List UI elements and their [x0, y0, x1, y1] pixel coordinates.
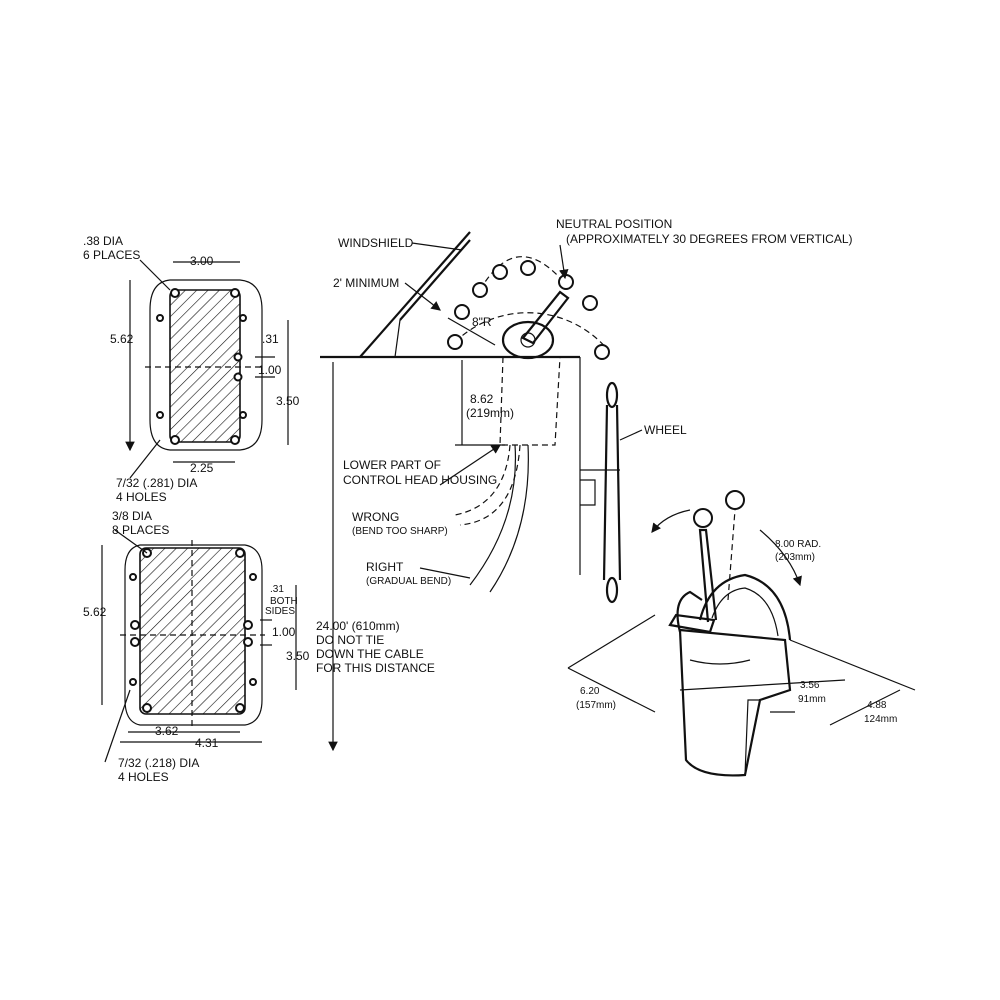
control-hub [501, 320, 555, 360]
w1-in-label: 6.20 [580, 686, 600, 697]
cable-wrong-1 [454, 444, 511, 516]
w1-mm-label: (157mm) [576, 700, 616, 711]
windshield-label: WINDSHIELD [338, 236, 414, 250]
template-a-hole-note-2: 6 PLACES [83, 248, 140, 262]
minimum-label: 2' MINIMUM [333, 276, 399, 290]
template-b-spacing: 1.00 [272, 625, 296, 639]
neutral-label-1: NEUTRAL POSITION [556, 217, 672, 231]
depth-in-label: 8.62 [470, 392, 494, 406]
cable-label-1: 24.00' (610mm) [316, 619, 400, 633]
right-label-2: (GRADUAL BEND) [366, 576, 451, 587]
radius-label: 8"R [472, 315, 492, 329]
template-a-outline [149, 279, 263, 451]
control-housing [499, 356, 561, 446]
w3-in-label: 4.88 [867, 700, 887, 711]
template-b-bolt-note-1: 7/32 (.218) DIA [118, 756, 199, 770]
mounting-template-a: .38 DIA 6 PLACES 3.00 5.62 .31 1.00 3.50… [83, 234, 300, 504]
control-head-body [678, 628, 792, 777]
cable-right-2 [489, 444, 529, 593]
template-b-hole-note-2: 8 PLACES [112, 523, 169, 537]
neutral-label-2: (APPROXIMATELY 30 DEGREES FROM VERTICAL) [566, 232, 853, 246]
template-b-offset: .31 [270, 584, 284, 595]
installation-view: NEUTRAL POSITION (APPROXIMATELY 30 DEGRE… [316, 217, 853, 752]
lever-left [698, 528, 718, 623]
lever-handle [668, 613, 716, 634]
template-a-height: 5.62 [110, 332, 134, 346]
w3-mm-label: 124mm [864, 714, 897, 725]
template-a-bolt-note-2: 4 HOLES [116, 490, 167, 504]
w2-in-label: 3.56 [800, 680, 820, 691]
depth-mm-label: (219mm) [466, 406, 514, 420]
template-a-width-top: 3.00 [190, 254, 214, 268]
template-a-bolt-note-1: 7/32 (.281) DIA [116, 476, 197, 490]
template-b-height: 5.62 [83, 605, 107, 619]
w2-mm-label: 91mm [798, 694, 826, 705]
template-a-spacing: 1.00 [258, 363, 282, 377]
wheel-label: WHEEL [644, 423, 687, 437]
wrong-label-2: (BEND TOO SHARP) [352, 526, 448, 537]
lever-positions [447, 260, 610, 360]
windshield [359, 231, 471, 358]
housing-label-2: CONTROL HEAD HOUSING [343, 473, 497, 487]
control-head-view: 8.00 RAD. (203mm) 6.20 (157mm) 3.56 91mm… [567, 490, 916, 777]
mounting-template-b: 3/8 DIA 8 PLACES 5.62 .31 BOTH SIDES 1.0… [83, 509, 310, 784]
template-b-width-outer: 4.31 [195, 736, 219, 750]
template-b-holes [129, 548, 257, 713]
template-b-outline [124, 544, 263, 726]
template-a-holes [156, 288, 247, 445]
steering-wheel [580, 381, 643, 604]
control-lever [521, 290, 570, 345]
housing-label-1: LOWER PART OF [343, 458, 441, 472]
cable-label-4: FOR THIS DISTANCE [316, 661, 435, 675]
wrong-label-1: WRONG [352, 510, 399, 524]
template-b-bolt-note-2: 4 HOLES [118, 770, 169, 784]
cable-right-1 [469, 444, 517, 586]
cable-label-2: DO NOT TIE [316, 633, 384, 647]
control-head-cap [698, 573, 792, 641]
template-b-height-right: 3.50 [286, 649, 310, 663]
template-a-hole-note-1: .38 DIA [83, 234, 123, 248]
rad-label-1: 8.00 RAD. [775, 539, 821, 550]
template-b-both-sides-2: SIDES [265, 606, 295, 617]
template-b-both-sides-1: BOTH [270, 596, 298, 607]
template-a-cutout [169, 289, 241, 443]
template-b-hole-note-1: 3/8 DIA [112, 509, 152, 523]
cable-wrong-2 [459, 444, 521, 526]
template-b-width-inner: 3.62 [155, 724, 179, 738]
rad-label-2: (203mm) [775, 552, 815, 563]
template-a-offset: .31 [262, 332, 279, 346]
right-label-1: RIGHT [366, 560, 404, 574]
template-a-height-right: 3.50 [276, 394, 300, 408]
cable-label-3: DOWN THE CABLE [316, 647, 424, 661]
template-a-width-bottom: 2.25 [190, 461, 214, 475]
